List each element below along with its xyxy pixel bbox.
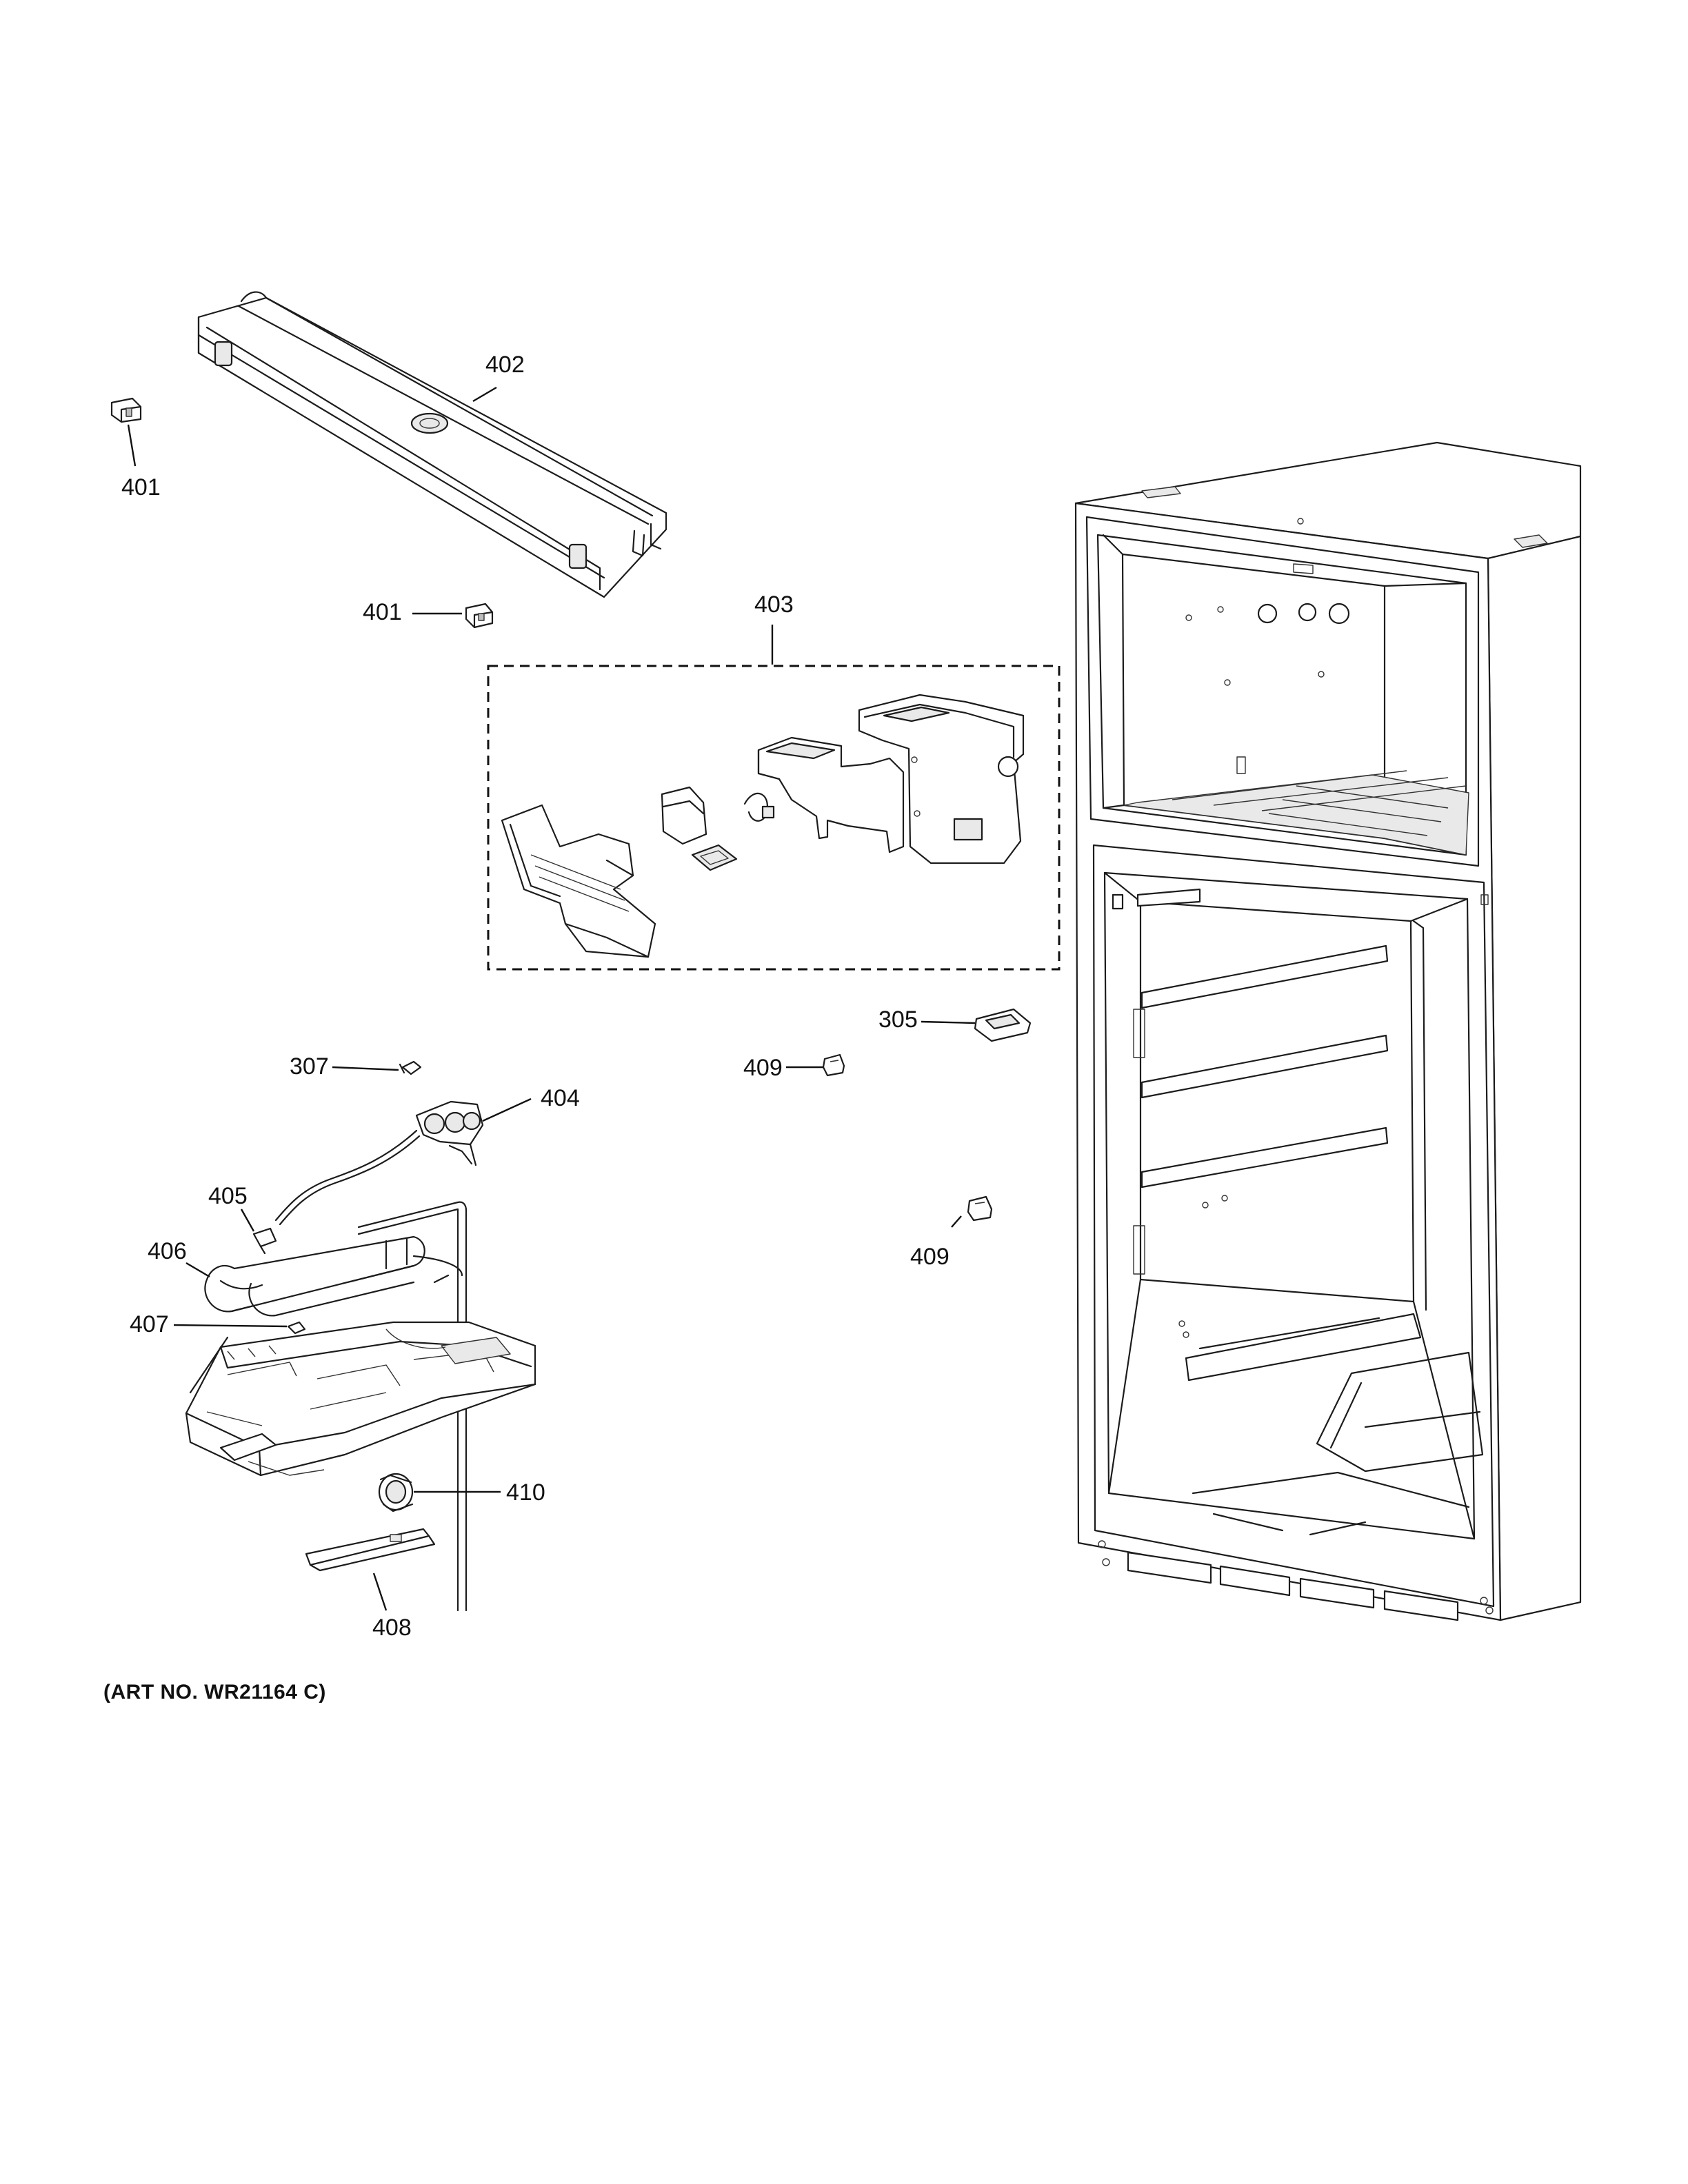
part-409-clip-right[interactable] <box>967 1195 993 1222</box>
part-407-clip[interactable] <box>287 1321 306 1335</box>
callout-408[interactable]: 408 <box>372 1615 412 1641</box>
part-305-bracket[interactable] <box>974 1008 1032 1042</box>
part-408-cover[interactable] <box>305 1528 436 1572</box>
callouts: 401 402 401 403 305 307 409 404 405 406 … <box>121 352 950 1641</box>
part-409-clip-left[interactable] <box>822 1053 845 1077</box>
callout-409-left[interactable]: 409 <box>743 1055 783 1081</box>
callout-401-top[interactable]: 401 <box>121 474 161 501</box>
art-number-caption: (ART NO. WR21164 C) <box>103 1681 326 1703</box>
part-307-sensor[interactable] <box>399 1060 422 1075</box>
callout-404[interactable]: 404 <box>541 1085 580 1111</box>
callout-410[interactable]: 410 <box>506 1479 545 1506</box>
callout-409-right[interactable]: 409 <box>910 1244 950 1270</box>
part-402-cover-channel[interactable] <box>197 291 667 598</box>
refrigerator-cabinet <box>1074 441 1582 1621</box>
part-403-assembly-box[interactable] <box>487 665 1061 971</box>
callout-307[interactable]: 307 <box>290 1053 329 1080</box>
part-404-harness[interactable] <box>274 1100 484 1226</box>
callout-402[interactable]: 402 <box>485 352 525 378</box>
callout-403[interactable]: 403 <box>754 592 794 618</box>
part-406-defrost-heater[interactable] <box>204 1201 468 1612</box>
part-410-drain-fitting[interactable] <box>378 1473 414 1513</box>
leader-lines <box>127 386 976 1611</box>
part-401-clip-top[interactable] <box>110 397 142 423</box>
callout-405[interactable]: 405 <box>208 1183 248 1209</box>
part-401-clip-mid[interactable] <box>465 603 494 629</box>
callout-406[interactable]: 406 <box>148 1238 187 1264</box>
part-405-thermostat[interactable] <box>252 1227 277 1255</box>
callout-401-mid[interactable]: 401 <box>363 599 402 625</box>
callout-407[interactable]: 407 <box>130 1311 169 1337</box>
callout-305[interactable]: 305 <box>878 1007 918 1033</box>
drain-pan-tray <box>185 1321 536 1477</box>
